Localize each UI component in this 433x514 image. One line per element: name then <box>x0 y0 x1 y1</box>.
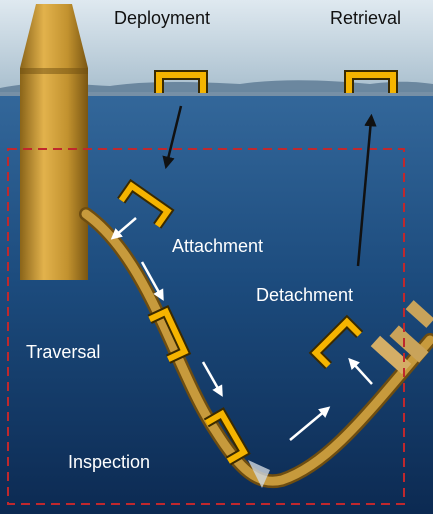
robot-attachment <box>117 178 175 229</box>
label-retrieval: Retrieval <box>330 8 402 28</box>
motion-arrow-5 <box>348 357 373 385</box>
monopile <box>20 4 88 280</box>
operation-zone-boundary <box>7 148 405 505</box>
robot-inspection <box>203 407 251 466</box>
label-deployment: Deployment <box>114 8 211 28</box>
motion-arrow-2 <box>140 261 164 301</box>
waves <box>0 80 433 100</box>
flange-fitting <box>370 300 433 375</box>
cable-highlight <box>248 460 270 488</box>
motion-arrow-1 <box>110 217 137 240</box>
motion-arrow-4 <box>289 406 331 441</box>
motion-arrow-3 <box>201 361 223 397</box>
robot-traversal <box>147 305 192 364</box>
cable <box>79 207 433 489</box>
label-detachment: Detachment <box>256 285 354 305</box>
robot-detachment <box>308 314 364 370</box>
deploy-arrow <box>162 105 183 170</box>
label-attachment: Attachment <box>172 236 264 256</box>
retrieve-arrow <box>356 113 377 267</box>
robot-deployment <box>154 70 208 93</box>
label-inspection: Inspection <box>68 452 151 472</box>
label-traversal: Traversal <box>26 342 101 362</box>
robot-retrieval <box>344 70 398 93</box>
